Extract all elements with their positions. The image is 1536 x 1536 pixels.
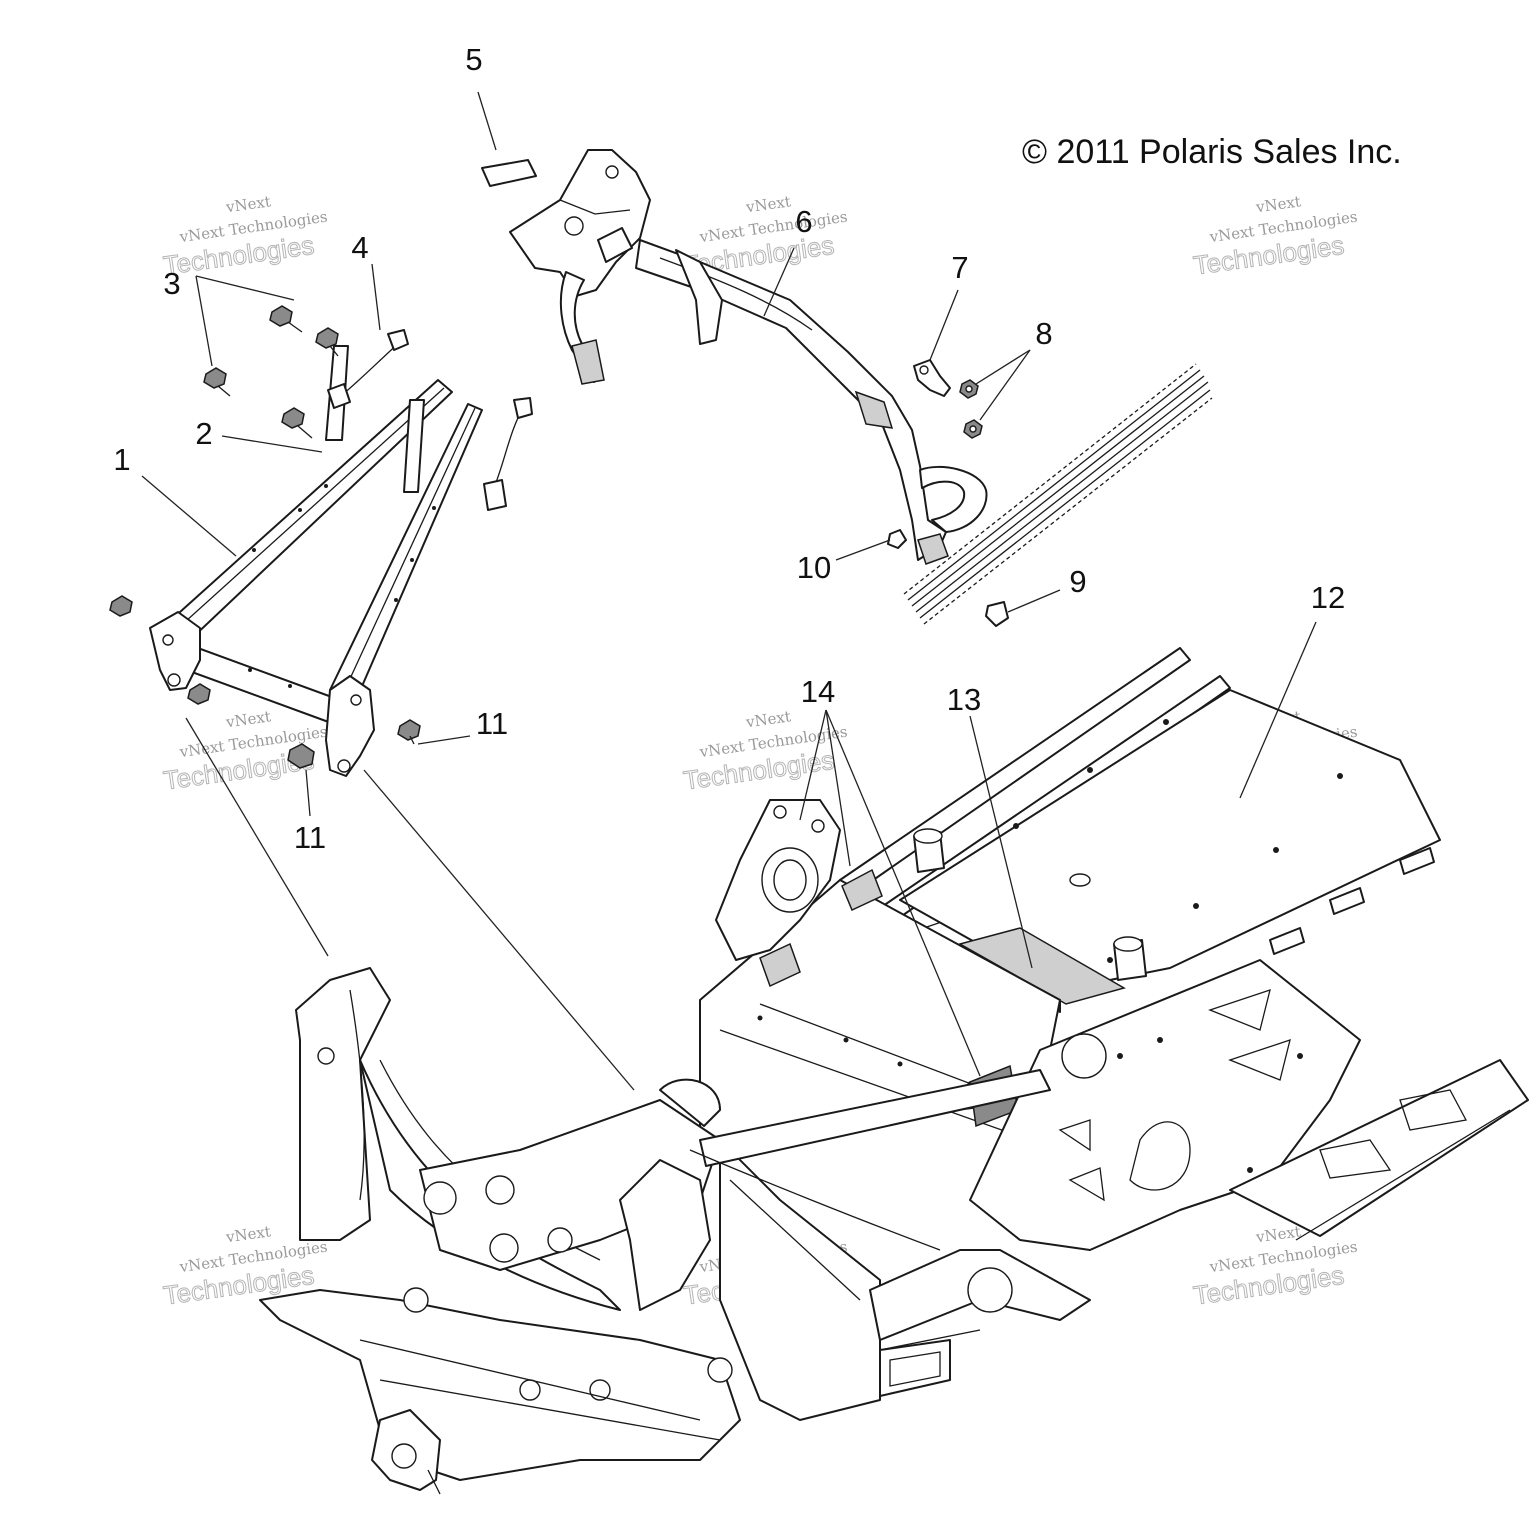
cable-bundle <box>903 363 1213 625</box>
callouts: 5 6 7 8 9 10 12 13 14 3 4 2 1 11 11 <box>113 42 1345 855</box>
bolt <box>315 327 339 357</box>
part-11-fasteners <box>287 719 421 769</box>
watermark-text: vNext <box>1254 192 1302 216</box>
part-8-nut-lower <box>963 419 983 439</box>
callout-5: 5 <box>465 42 482 77</box>
part-10-clip <box>887 529 907 549</box>
watermark-text: vNext <box>744 192 792 216</box>
part-7-clamp <box>913 359 951 397</box>
callout-4: 4 <box>351 230 368 265</box>
part-9-clip <box>985 601 1009 627</box>
callout-13: 13 <box>947 682 981 717</box>
bolt <box>203 367 231 397</box>
part-1-front-brace <box>149 379 483 777</box>
callout-8: 8 <box>1035 316 1052 351</box>
callout-1: 1 <box>113 442 130 477</box>
callout-3: 3 <box>163 266 180 301</box>
callout-2: 2 <box>195 416 212 451</box>
chassis <box>259 647 1529 1495</box>
watermark-top-right: vNext vNext Technologies Technologies <box>1191 192 1359 281</box>
watermark-text: vNext <box>1254 1222 1302 1246</box>
callout-12: 12 <box>1311 580 1345 615</box>
callout-14: 14 <box>801 674 835 709</box>
bolt <box>281 407 313 439</box>
part-4-harness <box>327 329 533 511</box>
callout-7: 7 <box>951 250 968 285</box>
part-5-pad <box>481 159 537 187</box>
bolt <box>109 595 133 617</box>
leader-lines <box>141 91 1317 1091</box>
watermark-top-left: vNext vNext Technologies Technologies <box>161 192 329 281</box>
watermark-text: vNext <box>224 1222 272 1246</box>
part-6-steering-post <box>509 149 988 565</box>
watermark-text: vNext <box>224 707 272 731</box>
callout-11-right: 11 <box>476 706 508 741</box>
bolt <box>397 719 421 745</box>
copyright-notice: © 2011 Polaris Sales Inc. <box>1022 133 1402 171</box>
callout-11-lower: 11 <box>294 820 326 855</box>
part-2-strap <box>325 345 425 493</box>
callout-9: 9 <box>1069 564 1086 599</box>
callout-6: 6 <box>795 204 812 239</box>
watermark-text: vNext <box>224 192 272 216</box>
watermark-bottom-right: vNext vNext Technologies Technologies <box>1191 1222 1359 1311</box>
part-3-bolts <box>109 305 339 705</box>
part-8-nut-upper <box>959 379 979 399</box>
bolt <box>287 743 315 769</box>
bolt <box>187 683 211 705</box>
watermark-text: vNext <box>744 707 792 731</box>
callout-10: 10 <box>797 550 831 585</box>
bolt <box>269 305 303 333</box>
